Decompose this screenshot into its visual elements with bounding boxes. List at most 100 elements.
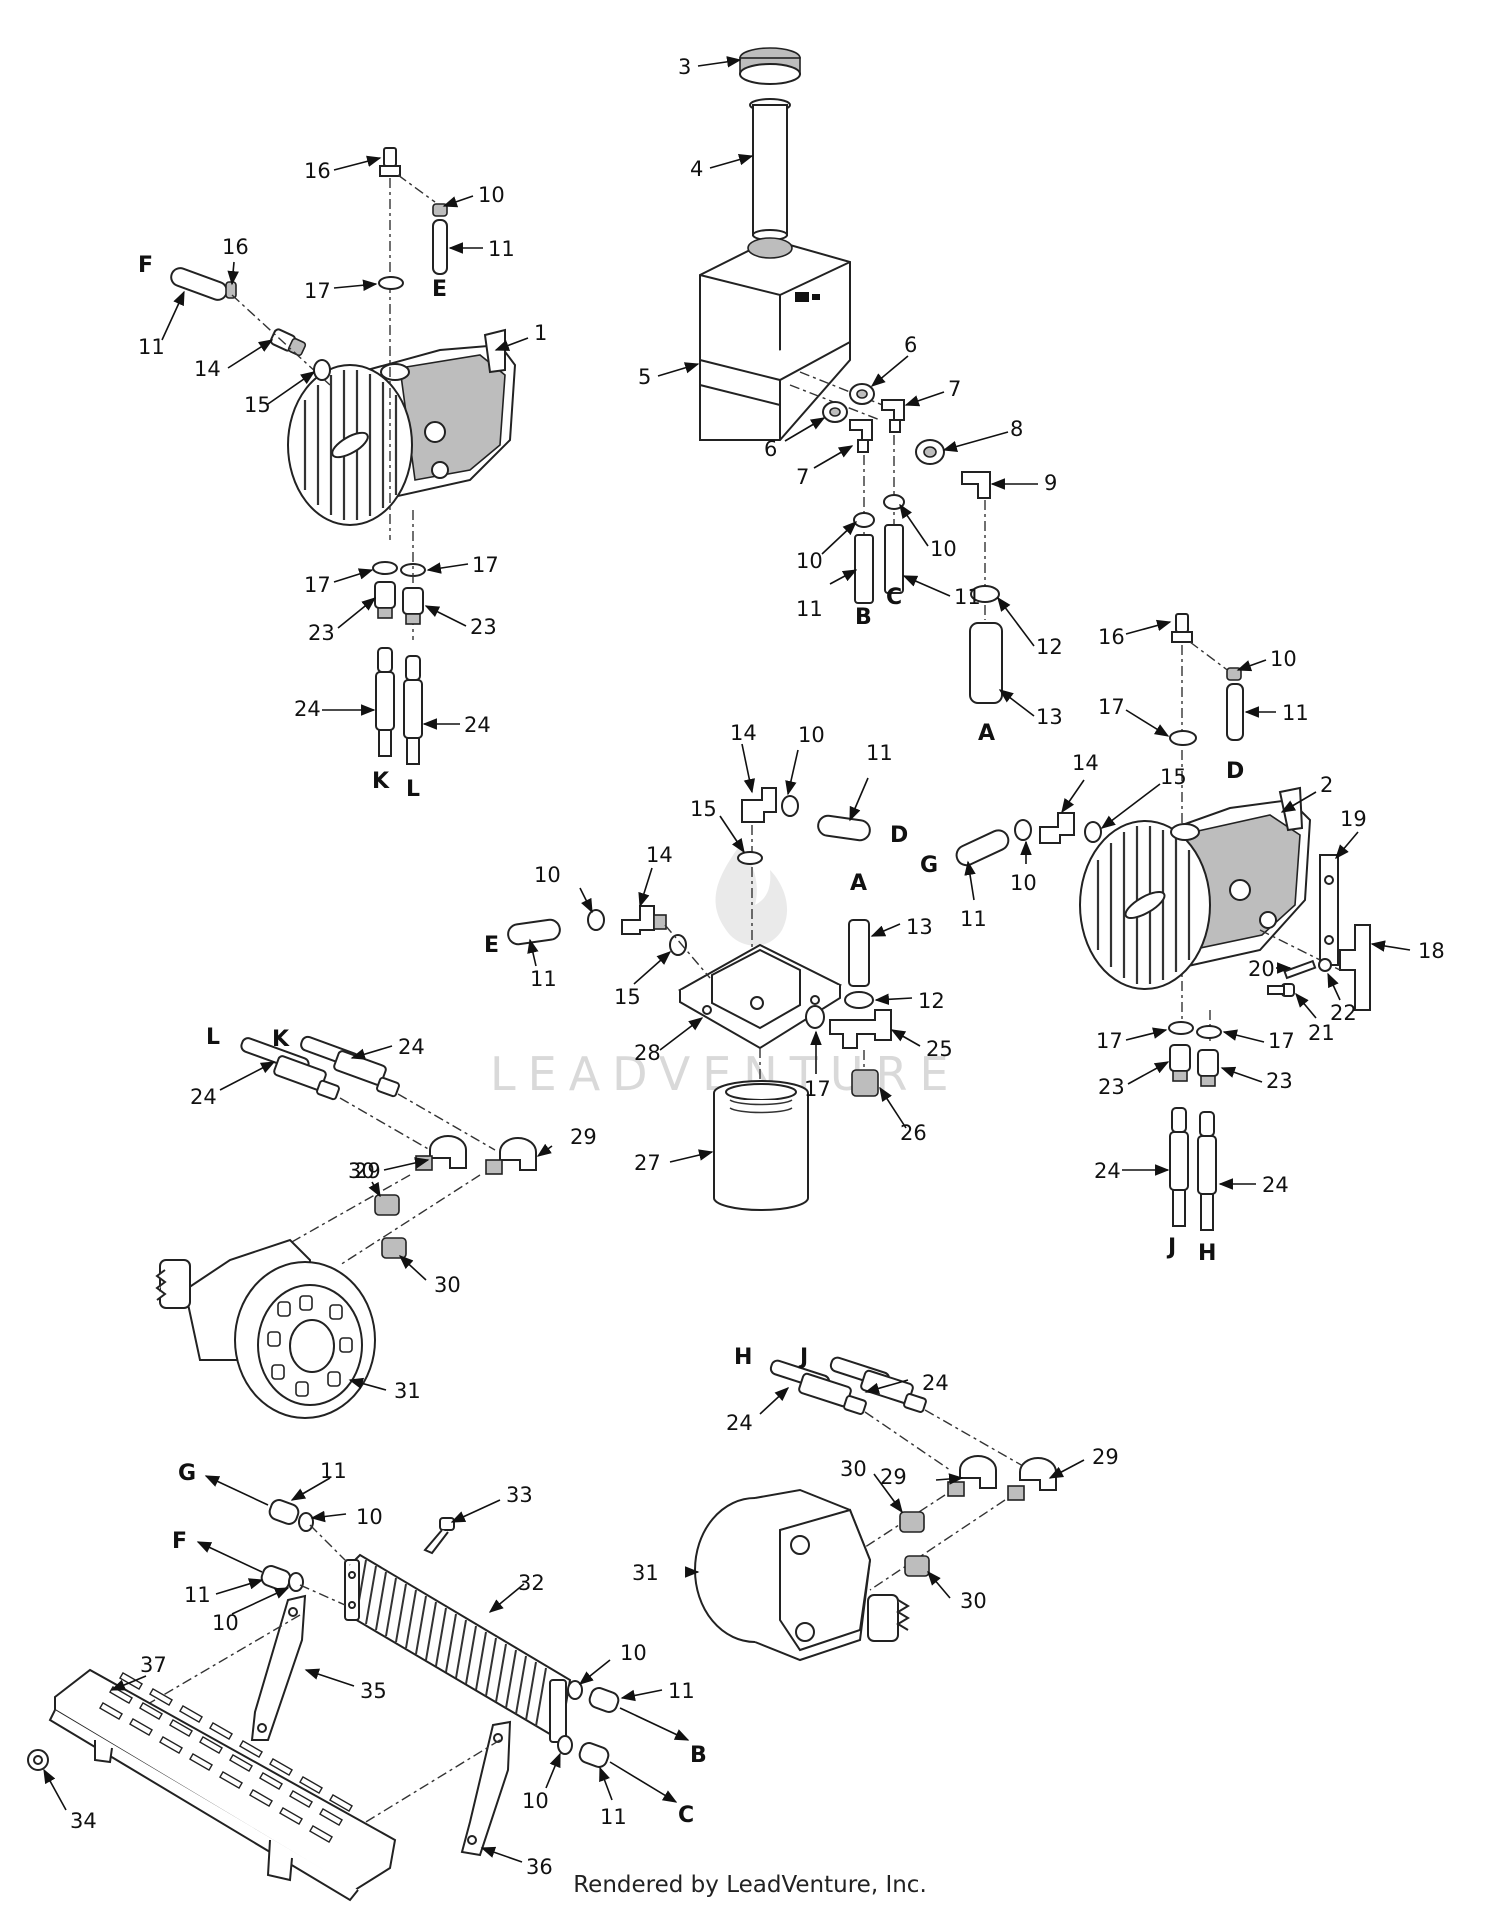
callout-29: 29 [1092, 1445, 1119, 1469]
connection-letter-j: J [798, 1345, 808, 1370]
callout-11: 11 [668, 1679, 695, 1703]
callout-10: 10 [930, 537, 957, 561]
callout-11: 11 [866, 741, 893, 765]
callout-11: 11 [1282, 701, 1309, 725]
connection-letter-a: A [850, 871, 867, 896]
callout-37: 37 [140, 1653, 167, 1677]
connection-letter-k: K [372, 769, 390, 794]
callout-17: 17 [1098, 695, 1125, 719]
callout-6: 6 [904, 333, 917, 357]
callout-11: 11 [530, 967, 557, 991]
callout-23: 23 [308, 621, 335, 645]
nut-34 [27, 1749, 49, 1771]
connection-letter-c: C [678, 1803, 694, 1828]
connection-letter-h: H [1198, 1241, 1216, 1266]
hose-11-left-top [432, 219, 448, 275]
hose-11-cooler-g [268, 1499, 300, 1525]
callout-23: 23 [1098, 1075, 1125, 1099]
callout-15: 15 [1160, 765, 1187, 789]
o-ring-17-right-bl [1168, 1021, 1194, 1035]
connection-letter-c: C [886, 585, 902, 610]
callout-21: 21 [1308, 1021, 1335, 1045]
hydraulic-pump-right [1079, 786, 1312, 990]
mount-bracket-35 [250, 1594, 307, 1741]
hose-11-right-g [955, 829, 1010, 867]
fitting-23-right-a [1169, 1044, 1191, 1082]
callout-9: 9 [1044, 471, 1057, 495]
callout-5: 5 [638, 365, 651, 389]
adapter-30-motor-left-a [374, 1194, 400, 1216]
reservoir-strainer-4 [749, 98, 791, 241]
clamp-16-left [225, 281, 237, 299]
grommet-6-a [849, 383, 875, 405]
callout-14: 14 [1072, 751, 1099, 775]
callout-19: 19 [1340, 807, 1367, 831]
callout-7: 7 [796, 465, 809, 489]
callout-16: 16 [1098, 625, 1125, 649]
callout-24: 24 [464, 713, 491, 737]
hose-24-right-h [1197, 1111, 1217, 1231]
fitting-23-right-b [1197, 1049, 1219, 1087]
connection-letter-b: B [690, 1743, 707, 1768]
clamp-12-filter [844, 991, 874, 1009]
clamp-12-res [970, 585, 1000, 603]
callout-17: 17 [1096, 1029, 1123, 1053]
callout-15: 15 [244, 393, 271, 417]
step-plate-37 [48, 1668, 397, 1902]
hose-11-right-top [1226, 683, 1244, 741]
clamp-10-filter-top [781, 795, 799, 817]
callout-10: 10 [1270, 647, 1297, 671]
callout-32: 32 [518, 1571, 545, 1595]
callout-14: 14 [194, 357, 221, 381]
bracket-19 [1319, 854, 1339, 966]
callout-10: 10 [212, 1611, 239, 1635]
hose-13-res [969, 622, 1003, 704]
connection-letter-k: K [272, 1027, 290, 1052]
wheel-motor-31-left [155, 1238, 376, 1419]
o-ring-17-left-bl [372, 561, 398, 575]
render-credit-footer: Rendered by LeadVenture, Inc. [573, 1872, 927, 1898]
callout-34: 34 [70, 1809, 97, 1833]
mount-bracket-36 [460, 1720, 512, 1857]
hose-11-cooler-c [578, 1742, 610, 1768]
clamp-10-cooler-f [288, 1572, 304, 1592]
wheel-motor-31-right [694, 1488, 910, 1662]
callout-3: 3 [678, 55, 691, 79]
o-ring-17-right-br [1196, 1025, 1222, 1039]
elbow-fitting-14-filter-top [741, 787, 777, 823]
callout-4: 4 [690, 157, 703, 181]
o-ring-15-left [313, 359, 331, 381]
callout-36: 36 [526, 1855, 553, 1879]
callout-17: 17 [304, 573, 331, 597]
callout-24: 24 [398, 1035, 425, 1059]
elbow-fitting-29-motor-right-b [1007, 1457, 1057, 1501]
connection-letter-e: E [432, 277, 447, 302]
hose-11-filter-e [507, 918, 561, 946]
clamp-10-cooler-g [298, 1512, 314, 1532]
bolt-21 [1267, 983, 1295, 997]
callout-13: 13 [906, 915, 933, 939]
callout-1: 1 [534, 321, 547, 345]
bushing-8 [915, 439, 945, 465]
connection-letter-j: J [1166, 1235, 1176, 1260]
fitting-14-left [269, 328, 307, 357]
bolt-33 [423, 1517, 455, 1555]
bleed-valve-16-left-top [379, 147, 401, 177]
callout-24: 24 [726, 1411, 753, 1435]
callout-20: 20 [1248, 957, 1275, 981]
clamp-10-res-c [883, 494, 905, 510]
connection-letter-h: H [734, 1345, 752, 1370]
callout-31: 31 [394, 1379, 421, 1403]
hose-24-motor-right-j [829, 1356, 927, 1413]
callout-10: 10 [1010, 871, 1037, 895]
callout-10: 10 [798, 723, 825, 747]
hose-24-left-l [403, 655, 423, 765]
callout-24: 24 [190, 1085, 217, 1109]
callout-30: 30 [960, 1589, 987, 1613]
callout-16: 16 [304, 159, 331, 183]
callout-11: 11 [138, 335, 165, 359]
bolt-20 [1283, 959, 1317, 980]
callout-11: 11 [320, 1459, 347, 1483]
callout-25: 25 [926, 1037, 953, 1061]
